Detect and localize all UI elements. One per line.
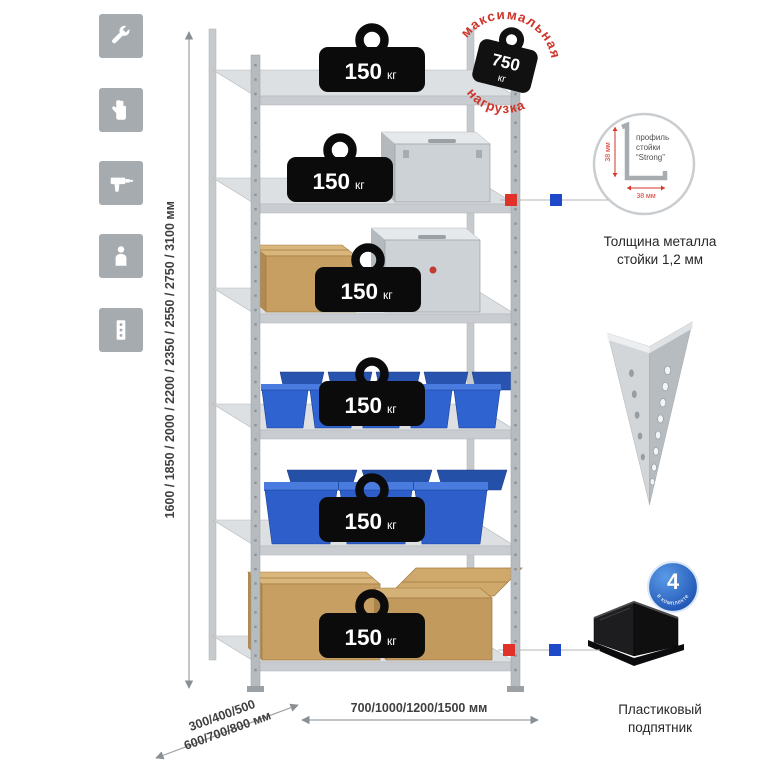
profile-marker-blue: [550, 194, 562, 206]
load-unit: кг: [387, 68, 397, 82]
plastic-foot-image: [588, 600, 684, 666]
thickness-caption-line2: стойки 1,2 мм: [616, 251, 704, 267]
height-dimension-label: 1600 / 1850 / 2000 / 2200 / 2350 / 2550 …: [163, 201, 178, 519]
load-unit: кг: [387, 634, 397, 648]
profile-label-2: стойки: [636, 143, 660, 152]
width-dimension-label: 700/1000/1200/1500 мм: [350, 701, 488, 715]
foot-caption-line1: Пластиковый: [618, 702, 702, 717]
foot-caption-line2: подпятник: [627, 719, 693, 735]
depth-dimension-line: [155, 703, 299, 760]
rack-post-icon: [99, 308, 143, 352]
load-value: 150: [344, 59, 382, 84]
shelf-load-badge: 150 кг: [319, 23, 425, 92]
load-unit: кг: [355, 178, 365, 192]
max-load-stamp: максимальная нагрузка 750 кг: [456, 4, 567, 123]
load-value: 150: [340, 279, 378, 304]
rack-post-icon-glyph: [116, 320, 126, 340]
stamp-load-unit: кг: [497, 73, 508, 86]
profile-marker-red: [505, 194, 517, 206]
shelf-load-badge: 150 кг: [315, 243, 421, 312]
thickness-caption-line1: Толщина металла: [603, 234, 717, 249]
foot-marker-red: [503, 644, 515, 656]
wrench-icon: [99, 14, 143, 58]
load-unit: кг: [387, 518, 397, 532]
load-value: 150: [344, 509, 382, 534]
load-unit: кг: [387, 402, 397, 416]
profile-cross-section: [621, 121, 668, 181]
corner-post-image: [607, 321, 693, 505]
profile-dim-horizontal: 38 мм: [636, 193, 656, 200]
work-gloves-icon-glyph: [112, 100, 126, 120]
wrench-icon-glyph: [112, 25, 130, 44]
foot-caption: Пластиковый подпятник: [570, 701, 750, 736]
load-value: 150: [344, 625, 382, 650]
thickness-caption: Толщина металла стойки 1,2 мм: [570, 233, 750, 268]
shelf-load-badge: 150 кг: [319, 473, 425, 542]
load-value: 150: [344, 393, 382, 418]
work-gloves-icon: [99, 88, 143, 132]
profile-label-1: профиль: [636, 133, 669, 142]
profile-label-3: “Strong”: [636, 153, 665, 162]
shelf-load-badge: 150 кг: [319, 589, 425, 658]
drill-icon-glyph: [110, 177, 133, 192]
person-icon: [99, 234, 143, 278]
person-icon-glyph: [115, 246, 127, 266]
post-profile-detail: 38 мм 38 мм профиль стойки “Strong”: [592, 112, 696, 216]
drill-icon: [99, 161, 143, 205]
load-unit: кг: [383, 288, 393, 302]
shelf-load-badge: 150 кг: [319, 357, 425, 426]
profile-dim-vertical: 38 мм: [605, 142, 612, 162]
shelving-rack-illustration: 150 кг 150 кг 150 кг 150 кг 150 кг: [208, 23, 524, 692]
quantity-badge: 4 в комплекте: [647, 561, 699, 613]
quantity-badge-number: 4: [667, 569, 679, 594]
shelf-load-badge: 150 кг: [287, 133, 393, 202]
foot-marker-blue: [549, 644, 561, 656]
load-value: 150: [312, 169, 350, 194]
